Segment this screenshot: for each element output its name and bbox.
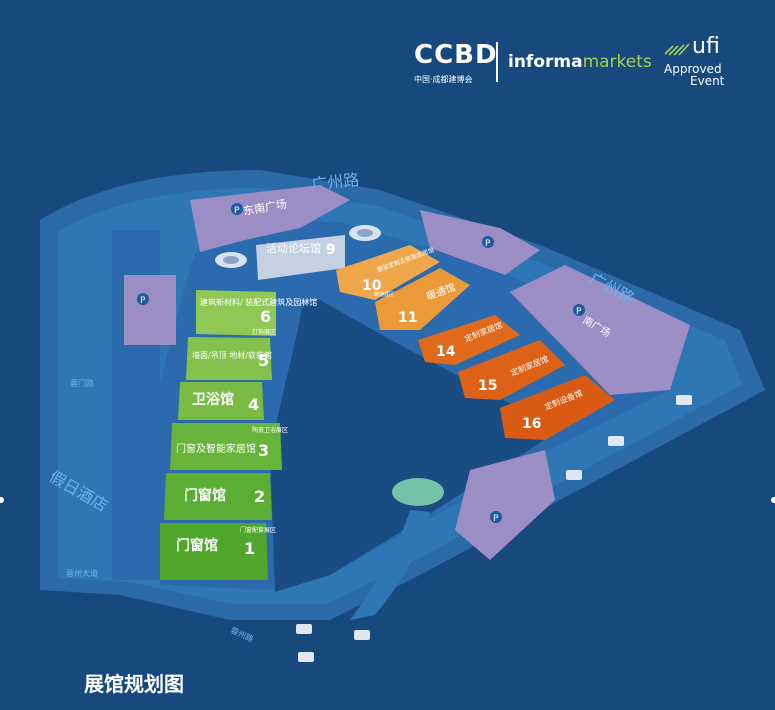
svg-text:P: P <box>493 514 499 524</box>
hall-3[interactable] <box>170 423 282 470</box>
parking-icon[interactable]: P <box>137 293 149 306</box>
ccbd-subtitle: 中国·成都建博会 <box>414 75 473 84</box>
hall-3-number: 3 <box>258 441 269 460</box>
central-lawn <box>270 300 560 592</box>
hall-group-green <box>160 290 282 580</box>
hall-4-number: 4 <box>248 395 259 414</box>
hall-5-number: 5 <box>258 351 269 370</box>
svg-text:P: P <box>576 307 582 317</box>
hall-3-name: 门窗及智能家居馆 <box>176 442 256 455</box>
plaza-east <box>190 185 350 252</box>
parking-icon[interactable]: P <box>490 511 502 524</box>
gate-markers <box>296 395 692 662</box>
informa-text: informa <box>508 52 583 72</box>
hall-6[interactable] <box>196 290 276 336</box>
hall-14[interactable] <box>418 315 520 365</box>
hall-6-number: 6 <box>260 307 271 326</box>
road-label-bottom: 蓉州路 <box>229 625 255 644</box>
hall-16-number: 16 <box>522 416 541 432</box>
hall-4-name: 卫浴馆 <box>192 391 234 408</box>
hall-5[interactable] <box>186 337 272 380</box>
road-label-bottom-left: 蓉州大道 <box>66 568 98 578</box>
ccbd-logo: CCBD <box>414 40 498 70</box>
hall-5-name: 墙面/吊顶 地材/软装馆 <box>192 350 272 360</box>
hall-9-number: 9 <box>326 242 336 258</box>
edge-handle-left <box>0 497 4 503</box>
hall-6-name: 建筑新材料/ 装配式建筑及园林馆 <box>200 297 317 307</box>
plaza-left <box>124 275 176 345</box>
hall-14-number: 14 <box>436 344 456 360</box>
hall-10-number: 10 <box>362 278 382 294</box>
road-label-left: 蓉门路 <box>70 378 94 388</box>
markets-text: markets <box>582 52 652 72</box>
header-logos: CCBD 中国·成都建博会 informamarkets ufi Approve… <box>414 34 754 96</box>
zone-lighting: 灯饰展区 <box>252 328 276 336</box>
ufi-word: ufi <box>692 34 720 59</box>
plaza-topright <box>420 210 540 275</box>
map-title: 展馆规划图 <box>84 672 184 696</box>
hall-1[interactable] <box>160 523 268 580</box>
svg-text:P: P <box>234 206 240 216</box>
hall-9[interactable] <box>215 225 381 280</box>
svg-text:P: P <box>485 239 491 249</box>
hall-1-name: 门窗馆 <box>176 537 218 554</box>
hall-11[interactable] <box>375 268 470 330</box>
hall-9-name: 活动论坛馆 <box>266 241 321 255</box>
hall-2-number: 2 <box>254 487 265 506</box>
ufi-event: Event <box>690 74 725 88</box>
hall-15-number: 15 <box>478 378 497 394</box>
hall-4[interactable] <box>178 382 264 420</box>
parking-icon[interactable]: P <box>573 304 585 317</box>
logo-divider <box>496 42 498 82</box>
hall-16[interactable] <box>500 375 615 440</box>
svg-text:P: P <box>140 296 146 306</box>
ufi-wave-icon <box>664 43 690 56</box>
ufi-approved: Approved <box>664 62 722 76</box>
parking-icon[interactable]: P <box>231 203 243 216</box>
zone-door-accessories: 门窗配套展区 <box>240 526 276 534</box>
edge-handle-right <box>771 497 775 503</box>
river <box>350 510 430 620</box>
hall-2-name: 门窗馆 <box>184 487 226 504</box>
parking-icon[interactable]: P <box>482 236 494 249</box>
plaza-bottom-right <box>455 450 555 560</box>
pond <box>392 478 444 506</box>
plaza-south <box>510 265 690 395</box>
hall-10[interactable] <box>336 245 440 300</box>
hall-2[interactable] <box>164 473 272 520</box>
road-label-guangzhou-top: 广州路 <box>310 170 360 194</box>
zone-heating: 暖通展区 <box>374 291 394 298</box>
informa-markets-logo: informamarkets <box>508 52 652 72</box>
zone-ceramic: 陶瓷卫浴展区 <box>252 426 288 434</box>
hall-11-number: 11 <box>398 310 417 326</box>
ufi-logo: ufi Approved Event <box>664 34 734 90</box>
hall-15[interactable] <box>458 340 565 400</box>
hall-1-number: 1 <box>244 539 255 558</box>
